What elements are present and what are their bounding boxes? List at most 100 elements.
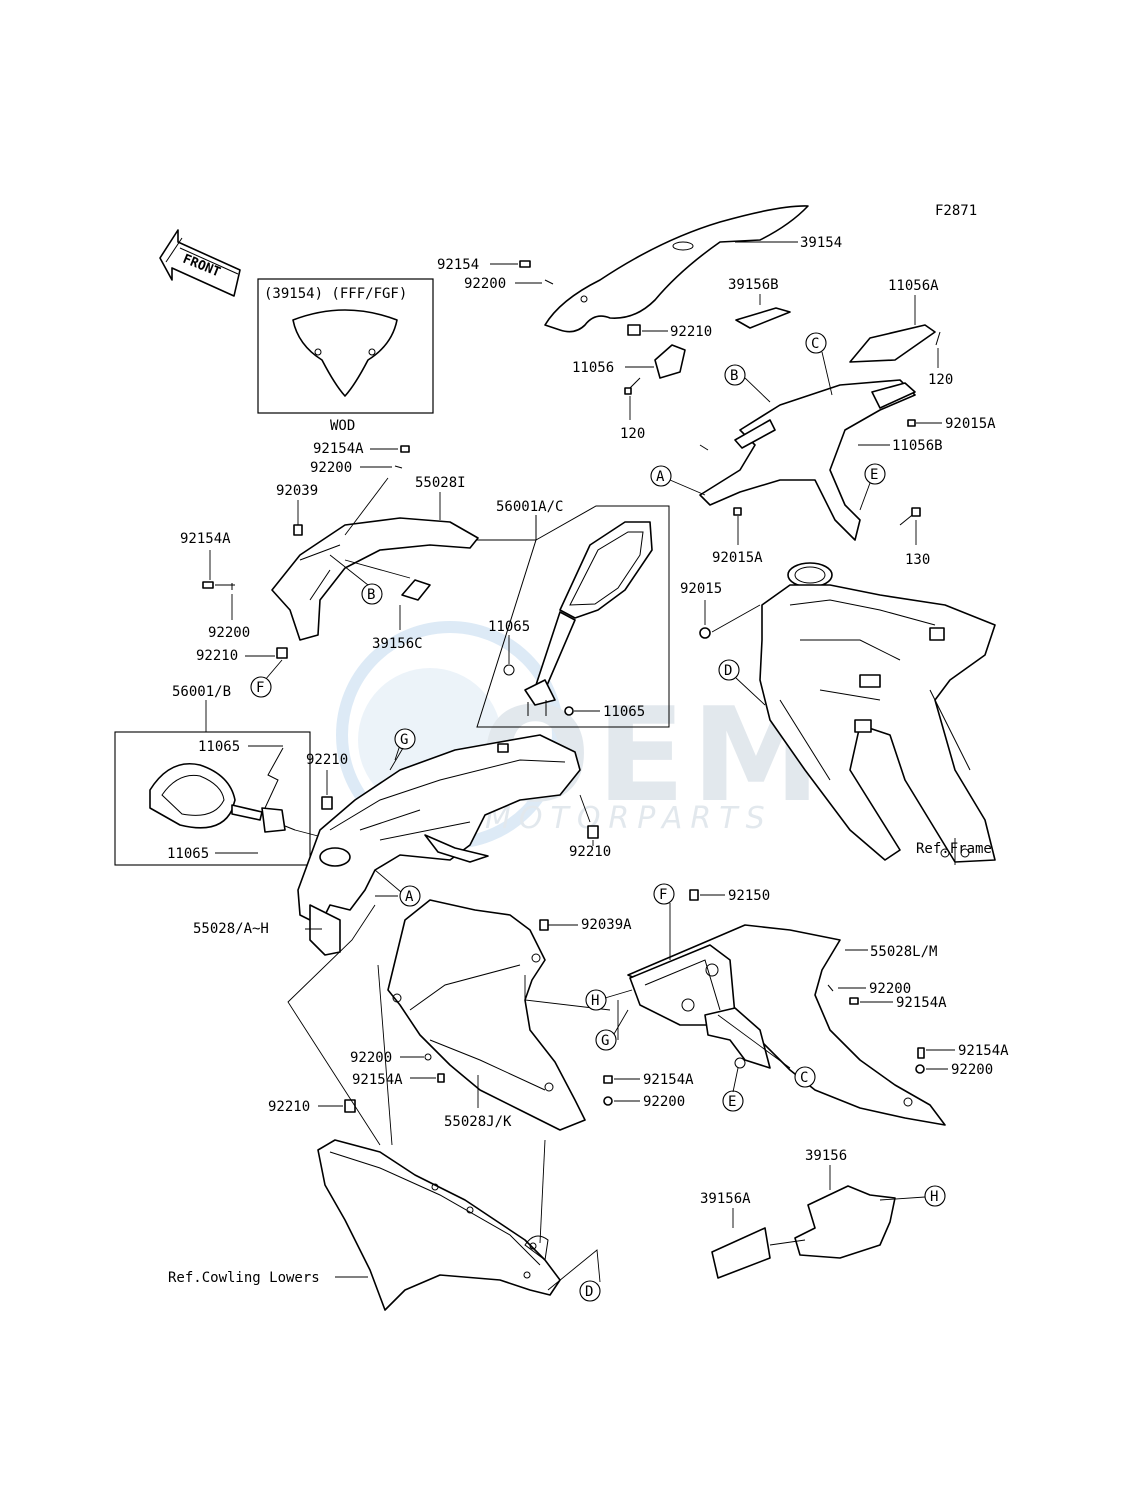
label-11065-b: 11065 bbox=[603, 704, 645, 720]
label-39156B: 39156B bbox=[728, 277, 779, 293]
label-56001B: 56001/B bbox=[172, 684, 231, 700]
svg-text:F: F bbox=[659, 887, 667, 903]
label-55028JK: 55028J/K bbox=[444, 1114, 512, 1130]
label-92154A-e: 92154A bbox=[352, 1072, 403, 1088]
label-11056: 11056 bbox=[572, 360, 614, 376]
label-11056B: 11056B bbox=[892, 438, 943, 454]
label-39156C: 39156C bbox=[372, 636, 423, 652]
windshield: 39154 bbox=[544, 205, 842, 333]
label-55028LM: 55028L/M bbox=[870, 944, 937, 960]
callout-e-top: E bbox=[864, 463, 886, 485]
svg-text:H: H bbox=[930, 1189, 938, 1205]
label-11065-d: 11065 bbox=[167, 846, 209, 862]
callout-a-mid: A bbox=[399, 885, 421, 907]
frame: 92015 Ref.Frame bbox=[680, 562, 996, 865]
label-92154A-a: 92154A bbox=[313, 441, 364, 457]
label-92150: 92150 bbox=[728, 888, 770, 904]
callout-g-right: G bbox=[595, 1029, 617, 1051]
label-11056A: 11056A bbox=[888, 278, 939, 294]
label-56001AC: 56001A/C bbox=[496, 499, 563, 515]
label-11065-c: 11065 bbox=[198, 739, 240, 755]
label-92200-d: 92200 bbox=[951, 1062, 993, 1078]
watermark-sub: MOTORPARTS bbox=[485, 801, 773, 836]
callout-b-top: B bbox=[724, 364, 746, 386]
svg-text:B: B bbox=[730, 368, 738, 384]
label-92210-top: 92210 bbox=[670, 324, 712, 340]
label-92154A-b: 92154A bbox=[180, 531, 231, 547]
pad-39156B: 39156B bbox=[728, 277, 791, 329]
label-39156: 39156 bbox=[805, 1148, 847, 1164]
inset-caption: WOD bbox=[330, 418, 355, 434]
label-92154A-c: 92154A bbox=[896, 995, 947, 1011]
callout-d-lower: D bbox=[579, 1280, 601, 1302]
label-92015: 92015 bbox=[680, 581, 722, 597]
label-92210-b: 92210 bbox=[196, 648, 238, 664]
connector-lines bbox=[374, 351, 871, 1093]
svg-text:G: G bbox=[400, 732, 408, 748]
label-92210-e: 92210 bbox=[268, 1099, 310, 1115]
stay-bracket: 11056A 120 92015A 11056B 92015A 130 bbox=[699, 278, 996, 568]
svg-text:D: D bbox=[585, 1284, 593, 1300]
callout-h-lower: H bbox=[924, 1185, 946, 1207]
side-cowl-right: 92150 55028L/M 92200 92154A 92154A 92200… bbox=[603, 888, 1009, 1126]
callout-g-mid: G bbox=[394, 728, 416, 750]
svg-text:E: E bbox=[728, 1094, 736, 1110]
label-92210-c: 92210 bbox=[306, 752, 348, 768]
label-92200-a: 92200 bbox=[310, 460, 352, 476]
label-92200-top: 92200 bbox=[464, 276, 506, 292]
svg-text:D: D bbox=[724, 663, 732, 679]
label-92200-c: 92200 bbox=[869, 981, 911, 997]
label-92039A: 92039A bbox=[581, 917, 632, 933]
windshield-inset: (39154) (FFF/FGF) WOD bbox=[257, 278, 434, 434]
svg-text:G: G bbox=[601, 1033, 609, 1049]
label-120-left: 120 bbox=[620, 426, 645, 442]
svg-text:C: C bbox=[811, 336, 819, 352]
label-92154-top: 92154 bbox=[437, 257, 479, 273]
label-39154: 39154 bbox=[800, 235, 842, 251]
svg-text:C: C bbox=[800, 1070, 808, 1086]
callout-b-left: B bbox=[361, 583, 383, 605]
label-92154A-d: 92154A bbox=[958, 1043, 1009, 1059]
svg-text:A: A bbox=[656, 469, 665, 485]
label-92154A-f: 92154A bbox=[643, 1072, 694, 1088]
mirror-assembly-right: 56001A/C 11065 11065 bbox=[476, 499, 670, 728]
svg-text:H: H bbox=[591, 993, 599, 1009]
callout-h-mid: H bbox=[585, 989, 607, 1011]
front-arrow-icon: FRONT bbox=[159, 229, 241, 297]
label-92200-f: 92200 bbox=[643, 1094, 685, 1110]
top-hardware: 92154 92200 92210 11056 120 bbox=[437, 257, 712, 442]
callout-f-right: F bbox=[653, 883, 675, 905]
callout-e-right: E bbox=[722, 1090, 744, 1112]
figure-code: F2871 bbox=[935, 203, 977, 219]
callout-f-left: F bbox=[250, 676, 272, 698]
svg-text:B: B bbox=[367, 587, 375, 603]
label-11065-a: 11065 bbox=[488, 619, 530, 635]
label-92039: 92039 bbox=[276, 483, 318, 499]
callout-c-top: C bbox=[805, 332, 827, 354]
svg-text:F: F bbox=[256, 680, 264, 696]
label-92015A-mid: 92015A bbox=[712, 550, 763, 566]
label-55028I: 55028I bbox=[415, 475, 466, 491]
inset-title: (39154) (FFF/FGF) bbox=[264, 286, 407, 302]
upper-cowl: 92210 92210 55028/A~H bbox=[193, 734, 611, 956]
label-92015A-top: 92015A bbox=[945, 416, 996, 432]
svg-text:E: E bbox=[870, 467, 878, 483]
label-92200-e: 92200 bbox=[350, 1050, 392, 1066]
callout-a-top: A bbox=[650, 465, 672, 487]
label-ref-frame: Ref.Frame bbox=[916, 841, 992, 857]
label-39156A: 39156A bbox=[700, 1191, 751, 1207]
label-120-right: 120 bbox=[928, 372, 953, 388]
inner-cowl-upper: 92154A 92200 92039 55028I 39156C 92154A … bbox=[180, 441, 479, 681]
label-92200-b: 92200 bbox=[208, 625, 250, 641]
svg-text:A: A bbox=[405, 889, 414, 905]
label-55028AH: 55028/A~H bbox=[193, 921, 269, 937]
label-ref-cowling-lowers: Ref.Cowling Lowers bbox=[168, 1270, 320, 1286]
side-cowl-left: 92039A 92200 92154A 55028J/K 92210 bbox=[268, 899, 632, 1146]
pads-lower-right: 39156 39156A bbox=[700, 1148, 926, 1279]
callout-c-right: C bbox=[794, 1066, 816, 1088]
label-130: 130 bbox=[905, 552, 930, 568]
lower-cowl: Ref.Cowling Lowers bbox=[168, 1139, 601, 1311]
callout-d-top: D bbox=[718, 659, 740, 681]
label-92210-d: 92210 bbox=[569, 844, 611, 860]
